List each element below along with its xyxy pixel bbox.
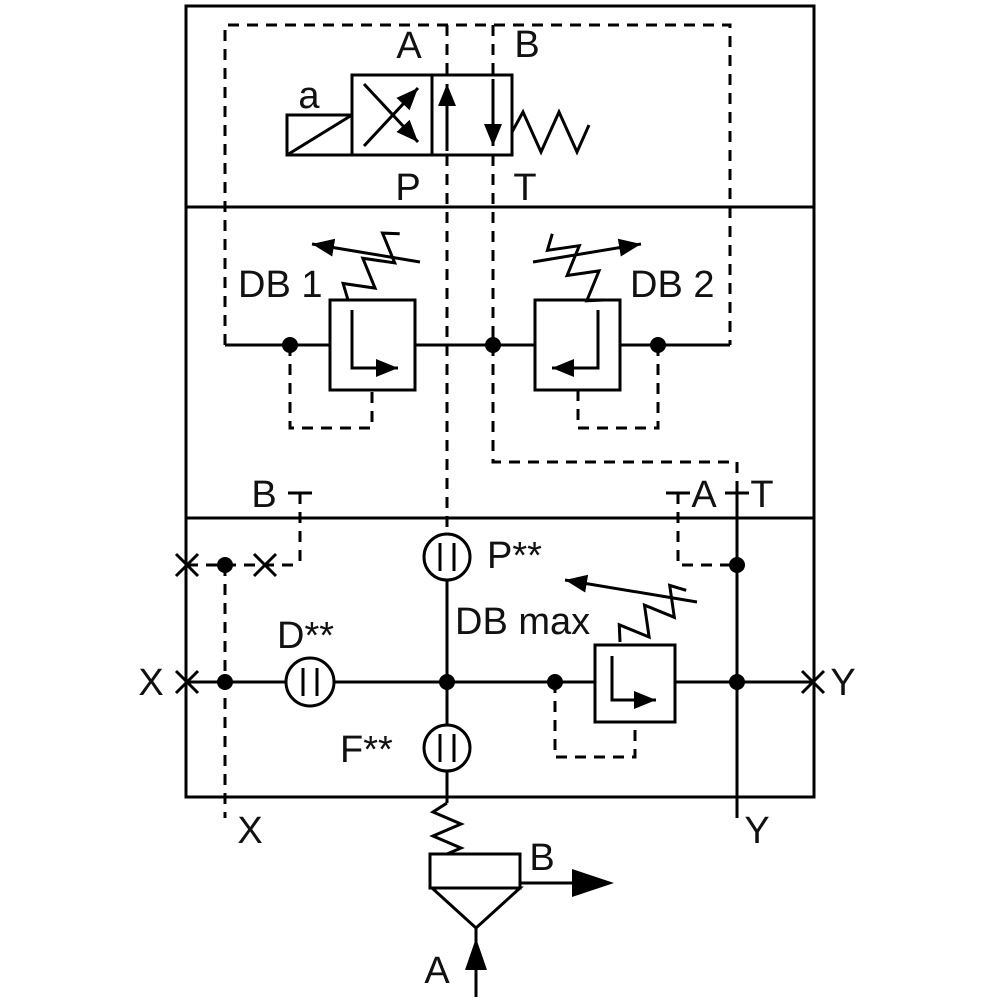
db1-adjust-arrow [311, 238, 421, 264]
measuring-point-p-ticks [438, 543, 456, 571]
junction-dot [485, 337, 501, 353]
port-t-label: T [513, 167, 536, 209]
junction-dot [729, 557, 745, 573]
return-spring [510, 108, 591, 156]
measure-f-label: F** [340, 729, 393, 771]
plug-cross [252, 552, 278, 578]
directional-valve: a A B P T [285, 24, 591, 209]
plug-cross [800, 669, 826, 695]
relief-valve-dbmax [593, 643, 677, 724]
db2-adjust-arrow [532, 238, 642, 264]
a-inlet-arrow [465, 938, 487, 970]
port-t-label: T [750, 474, 773, 516]
measuring-point-d-ticks [301, 668, 319, 696]
pilot-lines-upper [223, 23, 739, 534]
measuring-point-d [284, 656, 336, 708]
db2-label: DB 2 [630, 264, 714, 306]
junction-dot [217, 674, 233, 690]
manifold-section-frame [184, 516, 816, 799]
measure-p-label: P** [487, 535, 542, 577]
junction-dot [729, 674, 745, 690]
dbmax-spring [617, 583, 687, 643]
measure-d-label: D** [277, 615, 334, 657]
junction-dot [650, 337, 666, 353]
port-b-label: B [514, 24, 539, 66]
solenoid-label: a [298, 75, 320, 117]
db1-label: DB 1 [238, 264, 322, 306]
valve-position-parallel [430, 73, 514, 157]
plug-cross [174, 669, 200, 695]
relief-valve-db2 [533, 298, 622, 392]
db2-spring [545, 233, 605, 303]
port-x-side-label: X [138, 662, 163, 704]
db1-spring [341, 231, 400, 301]
manifold-section: P** D** F** DB max X Y X Y [138, 493, 856, 852]
dbmax-pilot-line [553, 682, 637, 759]
solenoid-diagonal [286, 113, 353, 157]
dbmax-flow-arrow [610, 656, 656, 709]
check-valve-assembly: B A [424, 801, 614, 997]
inlet-a-label: A [424, 950, 450, 992]
relief-valve-section: DB 1 DB 2 [225, 231, 730, 430]
solenoid-symbol [285, 113, 354, 157]
port-b-label: B [251, 474, 276, 516]
port-a-stem [676, 493, 737, 567]
check-valve-spring [429, 801, 465, 856]
db2-flow-arrow [552, 310, 600, 377]
measuring-point-f-ticks [438, 734, 456, 762]
b-outlet-arrow [572, 869, 614, 897]
port-p-label: P [395, 167, 420, 209]
port-x-bottom-label: X [237, 810, 262, 852]
check-valve-poppet [428, 886, 524, 931]
measuring-point-f [422, 723, 472, 773]
pilot-line [223, 23, 732, 345]
pilot-line-t [491, 155, 739, 493]
measuring-point-p [422, 532, 472, 582]
pilot-valve-section-frame [184, 4, 816, 209]
check-valve-body [428, 852, 522, 890]
relief-valve-db1 [328, 298, 417, 392]
port-a-label: A [396, 25, 422, 67]
dbmax-label: DB max [455, 601, 590, 643]
junction-dot [547, 674, 563, 690]
db2-pilot-line [576, 345, 660, 430]
interface-ports: B A T [251, 474, 774, 567]
crossed-flow-arrow [362, 86, 420, 148]
relief-section-frame [184, 205, 816, 520]
junction-dot [282, 337, 298, 353]
dbmax-adjust-arrow [564, 574, 698, 604]
db1-flow-arrow [350, 310, 398, 377]
db1-pilot-line [288, 345, 374, 430]
junction-dot [439, 674, 455, 690]
crossed-flow-arrow [362, 82, 420, 144]
port-y-side-label: Y [830, 662, 855, 704]
port-a-label: A [691, 474, 717, 516]
port-y-bottom-label: Y [744, 810, 769, 852]
outlet-b-label: B [529, 837, 554, 879]
plug-cross [174, 552, 200, 578]
section-frames [184, 4, 816, 799]
